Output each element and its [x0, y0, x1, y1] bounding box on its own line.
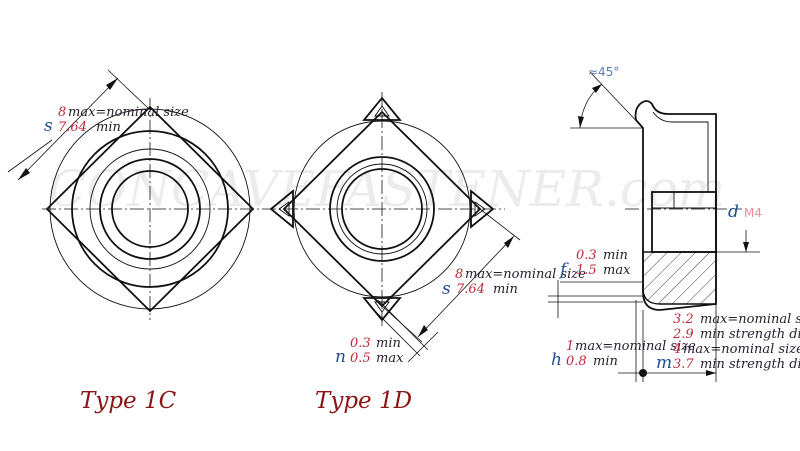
n-extension-line	[377, 299, 429, 351]
m-value: 3.7	[673, 357, 694, 372]
s-dimension-line	[17, 77, 119, 181]
n-extension-line	[369, 305, 421, 357]
s-max-value: 8	[58, 105, 66, 120]
arrowhead	[106, 78, 118, 90]
s-max-value: 8	[455, 267, 463, 282]
m-values: 3.2 max=nominal size 2.9 min strength di…	[672, 312, 800, 372]
s-max-label: max=nominal size	[465, 267, 586, 282]
angle-arc	[579, 83, 603, 129]
s-dimension-line	[417, 235, 515, 338]
arrowhead	[592, 84, 602, 93]
square-outline	[45, 105, 255, 313]
n-max-label: max	[376, 351, 404, 366]
arrowhead	[18, 168, 30, 180]
n-min-label: min	[376, 336, 401, 351]
n-max-value: 0.5	[350, 351, 371, 366]
m-value: 4	[672, 342, 681, 357]
nut-body-outline	[634, 100, 717, 311]
m-value: 3.2	[673, 312, 694, 327]
type-1d-title: Type 1D	[315, 388, 412, 414]
side-section-view: ≈45° d M4 f 0.3 min 1.5 max h 1 max=nomi…	[548, 65, 800, 382]
s-symbol: s	[442, 279, 451, 299]
type-1c-view: s 8 max=nominal size 7.64 min Type 1C	[7, 69, 262, 414]
f-symbol: f	[558, 260, 569, 280]
extension-line	[7, 139, 53, 173]
angle-leg	[589, 71, 644, 129]
s-min-value: 7.64	[456, 282, 485, 297]
f-max-label: max	[603, 263, 631, 278]
type-1c-title: Type 1C	[80, 388, 177, 414]
angle-label: ≈45°	[588, 65, 619, 79]
h-min-value: 0.8	[566, 354, 587, 369]
m-label: min strength div	[700, 327, 800, 342]
thread-bore	[651, 191, 717, 253]
m-label: min strength div	[700, 357, 800, 372]
extension-line	[107, 69, 149, 109]
m-value: 2.9	[672, 327, 694, 342]
type-1d-view: s 8 max=nominal size 7.64 min n 0.3 min …	[262, 92, 586, 414]
hatched-section	[642, 251, 717, 305]
s-min-label: min	[96, 120, 121, 135]
inner-chamfer-line	[652, 111, 709, 192]
projection-inner	[474, 201, 486, 217]
h-min-label: min	[593, 354, 618, 369]
s-min-label: min	[493, 282, 518, 297]
d-symbol: d	[728, 202, 739, 222]
m-label: max=nominal size	[700, 312, 800, 327]
s-symbol: s	[44, 116, 53, 136]
f-min-label: min	[603, 248, 628, 263]
d-value: M4	[744, 206, 762, 220]
arrowhead	[743, 242, 749, 252]
n-symbol: n	[335, 347, 346, 367]
dimension-dot	[639, 369, 647, 377]
s-min-value: 7.64	[58, 120, 87, 135]
h-max-value: 1	[566, 339, 574, 354]
extension-line	[479, 208, 521, 241]
f-min-value: 0.3	[576, 248, 597, 263]
f-max-value: 1.5	[576, 263, 597, 278]
m-label: max=nominal size 1	[683, 342, 800, 357]
h-symbol: h	[551, 350, 562, 370]
m-symbol: m	[656, 353, 672, 373]
arrowhead	[418, 325, 428, 337]
s-max-label: max=nominal size	[68, 105, 189, 120]
arrowhead	[504, 236, 514, 248]
arrowhead	[706, 370, 716, 376]
h-max-label: max=nominal size	[575, 339, 696, 354]
n-dimension-line	[407, 331, 439, 363]
arrowhead	[578, 116, 584, 128]
n-min-value: 0.3	[350, 336, 371, 351]
